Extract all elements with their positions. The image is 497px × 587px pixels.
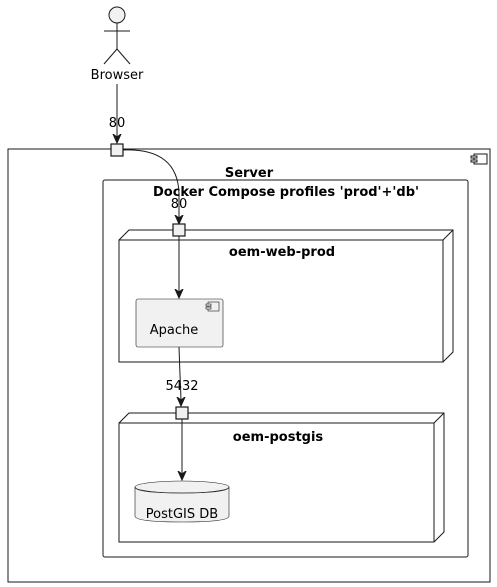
web-node: oem-web-prod xyxy=(118,229,454,363)
connections xyxy=(117,84,182,480)
server-title: Server xyxy=(225,166,274,181)
web-port-box xyxy=(172,223,186,237)
db-node-box xyxy=(118,412,445,543)
db-node: oem-postgis xyxy=(118,412,445,543)
actor-right-leg-icon xyxy=(116,48,131,65)
server-port-label: 80 xyxy=(109,116,126,131)
server-port-box xyxy=(110,143,124,157)
database-body-icon xyxy=(134,487,230,523)
server-container: Server xyxy=(7,148,491,583)
db-node-title: oem-postgis xyxy=(233,430,324,445)
database-top-icon xyxy=(134,480,230,494)
apache-component: Apache xyxy=(135,298,224,348)
db-port-label: 5432 xyxy=(165,379,198,394)
actor-left-leg-icon xyxy=(103,48,118,65)
database-cylinder: PostGIS DB xyxy=(134,480,230,523)
database-label: PostGIS DB xyxy=(146,507,218,522)
server-to-web-arrow xyxy=(122,149,179,224)
web-port-label: 80 xyxy=(171,197,188,212)
db-port: 5432 xyxy=(165,379,199,420)
compose-title: Docker Compose profiles 'prod'+'db' xyxy=(153,185,419,200)
db-port-box xyxy=(175,406,189,420)
web-node-box xyxy=(118,229,454,363)
apache-label: Apache xyxy=(150,323,199,338)
server-port: 80 xyxy=(109,116,126,157)
actor-label: Browser xyxy=(91,68,144,83)
server-box xyxy=(7,148,491,583)
apache-component-icon xyxy=(205,301,220,312)
component-icon xyxy=(470,153,488,165)
web-port: 80 xyxy=(171,197,188,237)
browser-actor: Browser xyxy=(91,6,144,83)
apache-to-db-arrow xyxy=(179,346,181,406)
web-node-title: oem-web-prod xyxy=(229,245,335,260)
compose-container: Docker Compose profiles 'prod'+'db' xyxy=(102,179,469,558)
compose-box xyxy=(102,179,469,558)
actor-head-icon xyxy=(108,6,126,24)
